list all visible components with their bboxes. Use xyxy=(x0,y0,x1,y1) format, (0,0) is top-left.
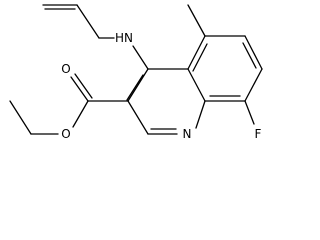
ring-nitrogen-label: N xyxy=(183,127,192,141)
amine-label: HN xyxy=(115,31,133,45)
c3-c2-bond xyxy=(127,100,149,135)
allyl-bond xyxy=(76,4,100,39)
c4a-c8a-bond xyxy=(187,68,206,102)
c6-c7-inner-bond xyxy=(242,42,257,69)
amine-c4-bond xyxy=(132,45,149,70)
carbonyl-double-a xyxy=(70,76,89,102)
carbonyl-double-b xyxy=(74,73,93,99)
c6-c7-bond xyxy=(244,35,263,70)
c7-c8-bond xyxy=(244,68,263,102)
fluoro-label: F xyxy=(255,127,262,141)
ester-oxygen-label: O xyxy=(61,127,70,141)
carbonyl-oxygen-label: O xyxy=(61,62,70,76)
molecule-structure: HN N F O O xyxy=(9,4,263,141)
c4a-c5-inner-bond xyxy=(192,43,208,72)
n1-c8a-bond xyxy=(195,100,206,129)
methyl-bond xyxy=(187,4,206,37)
ethyl-bond xyxy=(9,100,32,135)
c4-c3-bond xyxy=(127,68,149,102)
c4a-c5-bond xyxy=(187,35,206,70)
carbonyl-ester-o-bond xyxy=(72,100,89,128)
c4-c3-inner-bond xyxy=(126,74,144,101)
fluoro-bond xyxy=(244,100,255,125)
